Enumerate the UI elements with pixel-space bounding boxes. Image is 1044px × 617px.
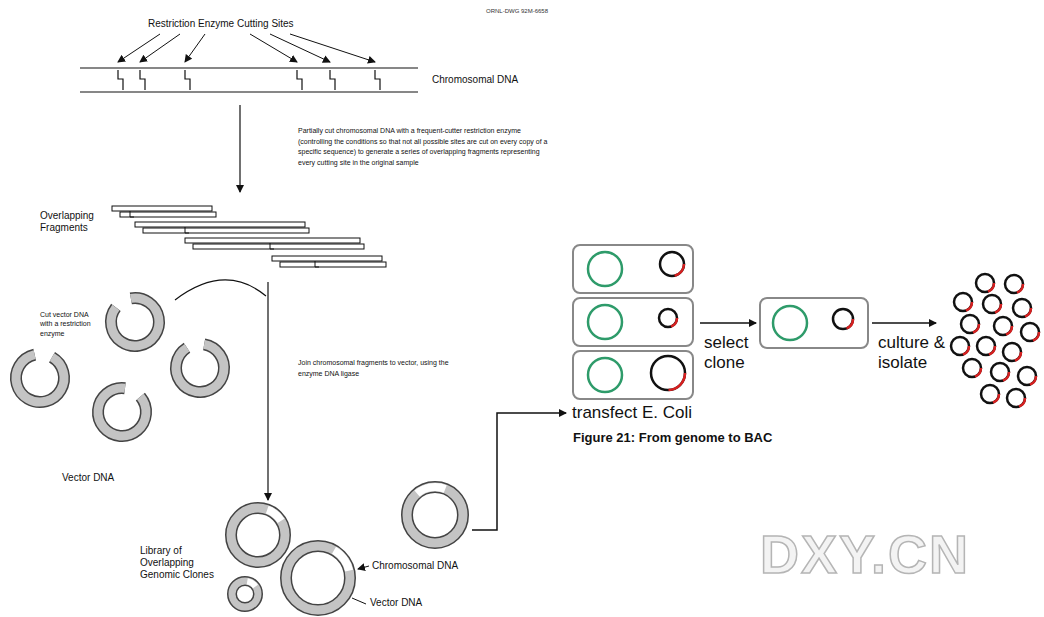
process-arrow — [700, 322, 756, 324]
step-note: Partially cut chromosomal DNA with a fre… — [298, 126, 548, 168]
part-label: Restriction Enzyme Cutting Sites — [148, 18, 294, 30]
clone-ring — [223, 476, 474, 617]
leader-line — [358, 566, 369, 569]
watermark: DXY.CN — [760, 522, 970, 587]
figure-caption: Figure 21: From genome to BAC — [573, 430, 772, 446]
step-label: transfect E. Coli — [572, 403, 692, 423]
step-label: select clone — [704, 333, 764, 372]
cut-site-pointer — [118, 34, 375, 62]
plasmid — [951, 274, 1039, 407]
part-label: Chromosomal DNA — [372, 560, 458, 572]
merge-curve — [175, 280, 266, 300]
chromosomal-dna — [80, 68, 418, 92]
process-arrow — [472, 413, 566, 530]
vector-ring — [7, 294, 228, 446]
part-label: Chromosomal DNA — [432, 74, 518, 86]
part-label: Overlapping Fragments — [40, 210, 106, 234]
process-arrow — [872, 322, 936, 324]
drawing-number: ORNL-DWG 92M-6658 — [486, 8, 548, 15]
leader-line — [352, 598, 366, 604]
bacterial-cell — [573, 245, 868, 399]
process-arrow — [239, 105, 240, 192]
part-label: Vector DNA — [370, 597, 422, 609]
part-label: Library of Overlapping Genomic Clones — [140, 545, 220, 581]
step-note: Join chromosomal fragments to vector, us… — [298, 358, 463, 379]
process-arrow — [267, 282, 268, 500]
step-label: culture & isolate — [878, 333, 950, 372]
part-label: Vector DNA — [62, 472, 114, 484]
step-note: Cut vector DNA with a restriction enzyme — [40, 310, 102, 338]
dna-fragment — [112, 206, 386, 267]
